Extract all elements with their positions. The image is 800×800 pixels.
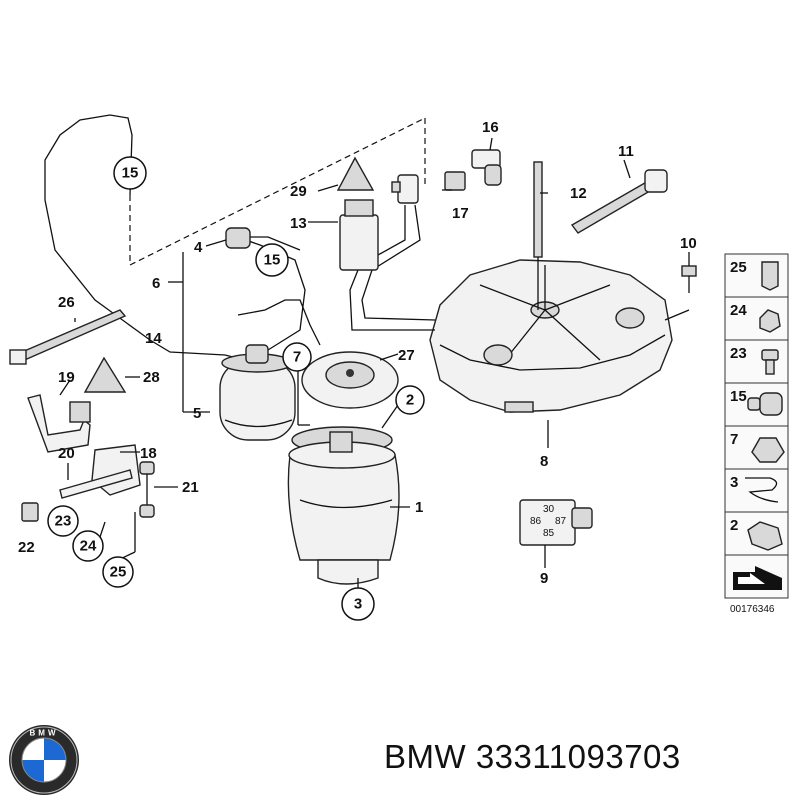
callout-20: 20 — [58, 445, 75, 462]
legend-label-24: 24 — [730, 302, 747, 319]
bolt — [681, 265, 697, 293]
callout-17: 17 — [452, 205, 469, 222]
callout-13: 13 — [290, 215, 307, 232]
warning-label-left — [83, 356, 127, 393]
legend-label-3: 3 — [730, 474, 738, 491]
callout-22: 22 — [18, 539, 35, 556]
cover-housing — [429, 259, 673, 413]
svg-text:15: 15 — [264, 252, 281, 269]
circled-callout-15b: 15 — [255, 243, 289, 277]
callout-14: 14 — [145, 330, 162, 347]
callout-6: 6 — [152, 275, 160, 292]
parts-legend: 25 24 23 15 7 3 2 00176346 — [724, 253, 789, 615]
callout-26: 26 — [58, 294, 75, 311]
circled-callout-24: 24 — [72, 530, 104, 562]
legend-label-7: 7 — [730, 431, 738, 448]
svg-text:25: 25 — [110, 564, 127, 581]
callout-27: 27 — [398, 347, 415, 364]
callout-9: 9 — [540, 570, 548, 587]
callout-4: 4 — [194, 239, 203, 256]
legend-label-15: 15 — [730, 388, 747, 405]
circled-callout-25: 25 — [102, 556, 134, 588]
callout-28: 28 — [143, 369, 160, 386]
diagram-number: 00176346 — [730, 604, 775, 615]
svg-text:15: 15 — [122, 165, 139, 182]
svg-text:23: 23 — [55, 513, 72, 530]
legend-label-25: 25 — [730, 259, 747, 276]
callout-8: 8 — [540, 453, 548, 470]
relay: 30 87 86 85 — [519, 499, 593, 546]
part-caption: BMW 33311093703 — [384, 738, 681, 775]
relay-mark-30: 30 — [543, 504, 555, 515]
warning-label-top — [336, 156, 375, 191]
air-reservoir — [219, 344, 296, 441]
cable-tie — [570, 169, 668, 234]
svg-text:2: 2 — [406, 392, 414, 409]
cable-tie-left — [9, 309, 127, 365]
relay-mark-87: 87 — [555, 516, 567, 527]
wiring-harness — [349, 205, 435, 331]
wiring-harness-2 — [361, 204, 436, 321]
relay-mark-86: 86 — [530, 516, 542, 527]
callout-5: 5 — [193, 405, 201, 422]
svg-text:BMW: BMW — [30, 729, 59, 738]
plug-connector — [391, 174, 419, 204]
connector-tube — [237, 299, 321, 346]
small-clip — [21, 502, 39, 522]
elbow-connector — [225, 227, 301, 251]
air-line-tube — [44, 114, 246, 361]
circled-callout-15a: 15 — [113, 156, 147, 190]
callout-21: 21 — [182, 479, 199, 496]
callout-19: 19 — [58, 369, 75, 386]
control-unit — [339, 199, 379, 271]
spring-cap — [301, 351, 399, 409]
circled-callout-23: 23 — [47, 505, 79, 537]
leader-lines — [59, 137, 690, 590]
threaded-rod — [533, 161, 543, 310]
sensor-clip — [471, 149, 502, 186]
holder-clip — [444, 171, 466, 191]
callout-1: 1 — [415, 499, 423, 516]
callout-18: 18 — [140, 445, 157, 462]
callout-12: 12 — [570, 185, 587, 202]
air-spring — [287, 426, 400, 585]
callout-11: 11 — [618, 143, 634, 160]
callout-29: 29 — [290, 183, 307, 200]
bmw-logo: BMW — [9, 725, 79, 795]
reservoir-tube — [239, 237, 306, 351]
callout-10: 10 — [680, 235, 697, 252]
legend-label-2: 2 — [730, 517, 738, 534]
legend-label-23: 23 — [730, 345, 747, 362]
circled-callout-2: 2 — [395, 385, 425, 415]
dashed-frame — [129, 117, 426, 266]
circled-callout-7: 7 — [282, 342, 312, 372]
svg-text:7: 7 — [293, 349, 301, 366]
relay-mark-85: 85 — [543, 528, 555, 539]
svg-text:24: 24 — [80, 538, 97, 555]
circled-callout-3: 3 — [341, 587, 375, 621]
callout-16: 16 — [482, 119, 499, 136]
svg-text:3: 3 — [354, 596, 362, 613]
height-sensor — [27, 394, 155, 518]
